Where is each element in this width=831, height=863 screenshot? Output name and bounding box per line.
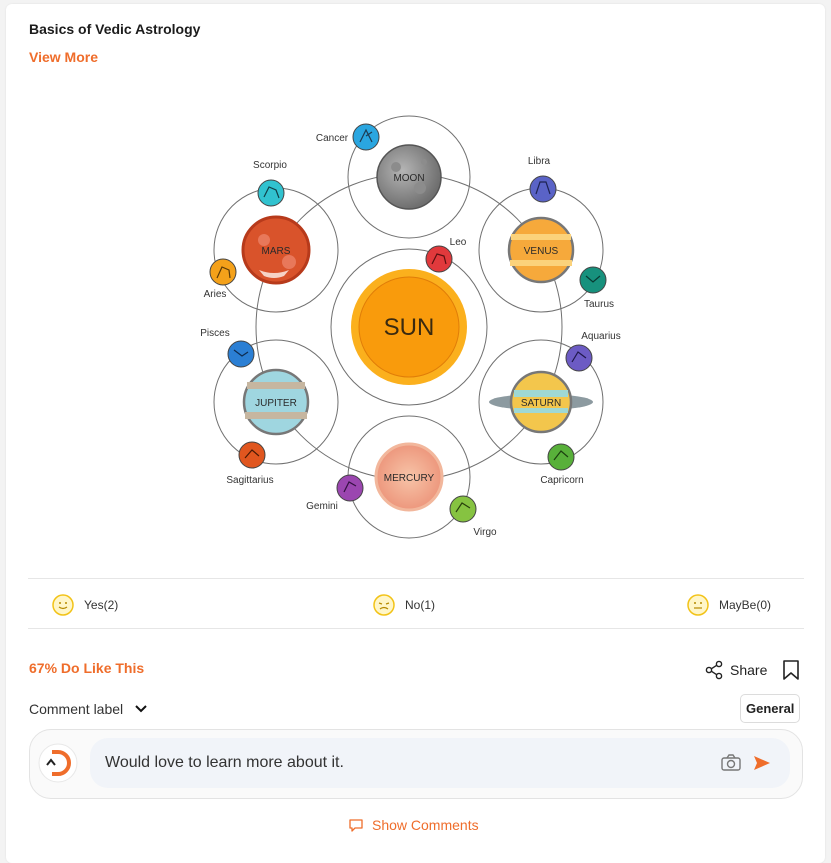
view-more-link[interactable]: View More <box>29 49 98 65</box>
capricorn-label: Capricorn <box>540 475 583 486</box>
gemini-label: Gemini <box>306 501 338 512</box>
venus-label: VENUS <box>524 246 559 257</box>
reaction-maybe[interactable]: MayBe(0) <box>687 594 771 616</box>
cancer-sign-icon <box>352 123 380 151</box>
reaction-maybe-count: (0) <box>756 598 772 612</box>
reaction-yes-count: (2) <box>103 598 119 612</box>
chevron-down-icon <box>135 705 147 713</box>
comment-label-text: Comment label <box>29 701 124 717</box>
share-icon <box>705 660 723 680</box>
show-comments-link[interactable]: Show Comments <box>348 817 479 833</box>
saturn-planet <box>509 370 573 434</box>
avatar-logo-icon[interactable] <box>38 743 78 783</box>
send-icon[interactable] <box>752 753 772 773</box>
mars-label: MARS <box>262 246 291 257</box>
reaction-no-label: No <box>405 598 421 612</box>
gemini-sign-icon <box>336 474 364 502</box>
mercury-planet <box>374 442 444 512</box>
libra-sign-icon <box>529 175 557 203</box>
virgo-label: Virgo <box>473 527 497 538</box>
taurus-label: Taurus <box>584 299 614 310</box>
reaction-yes-label: Yes <box>84 598 104 612</box>
show-comments-label: Show Comments <box>372 817 479 833</box>
reaction-maybe-label: MayBe <box>719 598 757 612</box>
vedic-astrology-diagram: SUN MOON VENUS SATURN MERCURY JUPITER MA… <box>200 115 621 539</box>
comment-input[interactable]: Would love to learn more about it. <box>90 738 790 788</box>
aries-label: Aries <box>204 289 227 300</box>
post-title: Basics of Vedic Astrology <box>29 21 201 37</box>
divider <box>28 628 804 629</box>
moon-label: MOON <box>393 173 424 184</box>
post-card: Basics of Vedic Astrology View More SUN … <box>6 4 825 863</box>
sagittarius-sign-icon <box>238 441 266 469</box>
comment-composer: Would love to learn more about it. <box>29 729 803 799</box>
capricorn-sign-icon <box>547 443 575 471</box>
aquarius-sign-icon <box>565 344 593 372</box>
reaction-no[interactable]: No(1) <box>373 594 435 616</box>
sagittarius-label: Sagittarius <box>226 475 273 486</box>
cancer-label: Cancer <box>316 133 349 144</box>
taurus-sign-icon <box>579 266 607 294</box>
like-percentage: 67% Do Like This <box>29 660 145 676</box>
mercury-label: MERCURY <box>384 473 435 484</box>
pisces-label: Pisces <box>200 328 229 339</box>
pisces-sign-icon <box>227 340 255 368</box>
virgo-sign-icon <box>449 495 477 523</box>
sun-orbit <box>330 248 488 406</box>
divider <box>28 578 804 579</box>
scorpio-label: Scorpio <box>253 160 287 171</box>
reaction-no-count: (1) <box>420 598 436 612</box>
category-tag[interactable]: General <box>740 694 801 723</box>
reaction-yes[interactable]: Yes(2) <box>52 594 118 616</box>
camera-icon[interactable] <box>720 753 742 773</box>
smiley-face-icon <box>52 594 74 616</box>
scorpio-sign-icon <box>257 179 285 207</box>
aquarius-label: Aquarius <box>581 331 620 342</box>
sun-label: SUN <box>384 314 435 341</box>
comment-icon <box>349 819 363 832</box>
comment-input-value: Would love to learn more about it. <box>105 754 344 771</box>
leo-sign-icon <box>425 245 453 273</box>
jupiter-label: JUPITER <box>255 398 297 409</box>
sad-face-icon <box>373 594 395 616</box>
aries-sign-icon <box>209 258 237 286</box>
comment-label-dropdown[interactable]: Comment label <box>29 701 149 717</box>
saturn-label: SATURN <box>521 398 561 409</box>
share-button[interactable]: Share <box>704 660 767 680</box>
bookmark-icon[interactable] <box>782 659 800 681</box>
leo-label: Leo <box>450 237 467 248</box>
neutral-face-icon <box>687 594 709 616</box>
share-label: Share <box>730 662 768 678</box>
libra-label: Libra <box>528 156 551 167</box>
